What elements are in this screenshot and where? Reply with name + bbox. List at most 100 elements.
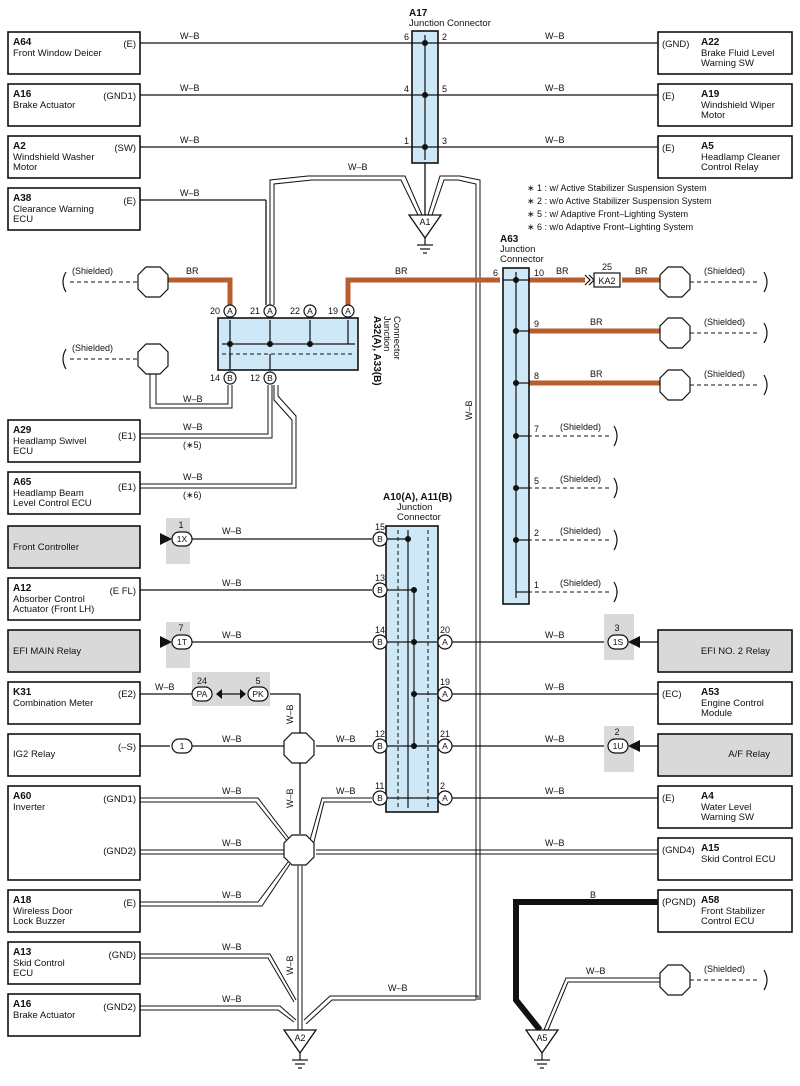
svg-text:BR: BR	[635, 266, 648, 276]
svg-text:W–B: W–B	[285, 788, 295, 808]
svg-text:Skid Control: Skid Control	[13, 958, 65, 969]
svg-text:Junction: Junction	[500, 244, 535, 255]
svg-text:W–B: W–B	[155, 682, 175, 692]
svg-text:Windshield Washer: Windshield Washer	[13, 152, 94, 163]
svg-text:3: 3	[614, 623, 619, 633]
svg-text:Inverter: Inverter	[13, 802, 45, 813]
svg-text:Water Level: Water Level	[701, 802, 751, 813]
component-a18: A18 Wireless Door Lock Buzzer (E)	[7, 889, 141, 933]
svg-text:Skid Control ECU: Skid Control ECU	[701, 854, 776, 865]
component-a65: A65 Headlamp Beam Level Control ECU (E1)	[7, 471, 141, 515]
svg-text:(GND): (GND)	[109, 950, 136, 961]
svg-text:(Shielded): (Shielded)	[560, 474, 601, 484]
svg-text:Warning SW: Warning SW	[701, 58, 754, 69]
svg-text:(GND1): (GND1)	[103, 91, 136, 102]
svg-text:20: 20	[440, 625, 450, 635]
component-a5: (E) A5 Headlamp Cleaner Control Relay	[657, 135, 793, 179]
note-2: ∗ 2 : w/o Active Stabilizer Suspension S…	[527, 196, 712, 206]
component-efi-main-relay: EFI MAIN Relay	[7, 629, 141, 673]
svg-text:(Shielded): (Shielded)	[704, 964, 745, 974]
component-a12: A12 Absorber Control Actuator (Front LH)…	[7, 577, 141, 621]
svg-text:1: 1	[180, 741, 185, 751]
svg-text:A58: A58	[701, 895, 720, 906]
svg-text:7: 7	[534, 424, 539, 434]
svg-text:A: A	[442, 793, 448, 803]
svg-text:A53: A53	[701, 687, 720, 698]
svg-text:BR: BR	[556, 266, 569, 276]
ground-a2: A2	[282, 1029, 318, 1069]
svg-text:(E1): (E1)	[118, 431, 136, 442]
wires	[140, 42, 660, 1032]
svg-text:PA: PA	[197, 689, 208, 699]
svg-text:15: 15	[375, 522, 385, 532]
svg-text:Front Stabilizer: Front Stabilizer	[701, 906, 765, 917]
svg-text:12: 12	[250, 373, 260, 383]
svg-text:(GND): (GND)	[662, 39, 689, 50]
svg-text:W–B: W–B	[222, 994, 242, 1004]
svg-text:Absorber Control: Absorber Control	[13, 594, 85, 605]
svg-text:5: 5	[255, 676, 260, 686]
svg-text:(∗5): (∗5)	[183, 440, 202, 450]
svg-text:A/F Relay: A/F Relay	[728, 749, 770, 760]
svg-text:W–B: W–B	[336, 786, 356, 796]
svg-text:A16: A16	[13, 999, 32, 1010]
svg-text:W–B: W–B	[348, 162, 368, 172]
svg-text:2: 2	[440, 781, 445, 791]
svg-text:Connector: Connector	[391, 316, 402, 360]
component-a4: (E) A4 Water Level Warning SW	[657, 785, 793, 829]
svg-text:4: 4	[404, 84, 409, 94]
component-a13: A13 Skid Control ECU (GND)	[7, 941, 141, 985]
svg-text:W–B: W–B	[545, 83, 565, 93]
component-a60: A60 Inverter (GND1) (GND2)	[7, 785, 141, 881]
svg-text:Combination Meter: Combination Meter	[13, 698, 93, 709]
right-components: (GND) A22 Brake Fluid Level Warning SW (…	[657, 31, 793, 933]
svg-text:W–B: W–B	[222, 890, 242, 900]
svg-text:A60: A60	[13, 791, 32, 802]
svg-text:Level Control ECU: Level Control ECU	[13, 498, 92, 509]
svg-text:ECU: ECU	[13, 214, 33, 225]
svg-text:KA2: KA2	[598, 276, 615, 286]
svg-text:(Shielded): (Shielded)	[704, 266, 745, 276]
svg-text:A17: A17	[409, 8, 428, 19]
svg-text:W–B: W–B	[222, 526, 242, 536]
svg-text:(Shielded): (Shielded)	[704, 369, 745, 379]
svg-text:BR: BR	[590, 317, 603, 327]
svg-text:Brake Fluid Level: Brake Fluid Level	[701, 48, 774, 59]
svg-text:W–B: W–B	[180, 188, 200, 198]
svg-text:(Shielded): (Shielded)	[72, 343, 113, 353]
svg-text:2: 2	[442, 32, 447, 42]
svg-text:13: 13	[375, 573, 385, 583]
svg-text:A18: A18	[13, 895, 32, 906]
svg-text:1X: 1X	[177, 534, 188, 544]
svg-text:Motor: Motor	[701, 110, 725, 121]
svg-text:Headlamp Swivel: Headlamp Swivel	[13, 436, 86, 447]
component-a19: (E) A19 Windshield Wiper Motor	[657, 83, 793, 127]
svg-text:6: 6	[493, 268, 498, 278]
svg-text:Junction: Junction	[381, 316, 392, 351]
svg-text:Module: Module	[701, 708, 732, 719]
svg-text:A5: A5	[536, 1033, 547, 1043]
component-a58: (PGND) A58 Front Stabilizer Control ECU	[657, 889, 793, 933]
svg-text:(Shielded): (Shielded)	[560, 422, 601, 432]
ground-a1: A1	[407, 214, 443, 254]
svg-text:W–B: W–B	[545, 630, 565, 640]
svg-text:1T: 1T	[177, 637, 187, 647]
svg-text:1: 1	[178, 520, 183, 530]
component-id: A64	[13, 37, 32, 48]
svg-text:W–B: W–B	[586, 966, 606, 976]
svg-text:A10(A), A11(B): A10(A), A11(B)	[383, 492, 452, 503]
left-components: A64 Front Window Deicer (E) A16 Brake Ac…	[7, 31, 141, 1037]
shields: (Shielded) (Shielded) (Shielded) (Shield…	[62, 266, 768, 996]
svg-text:A4: A4	[701, 791, 714, 802]
junction-a63: A63 Junction Connector 6 10 9 8 7 5 2 1	[493, 234, 544, 605]
svg-text:W–B: W–B	[285, 955, 295, 975]
svg-text:(Shielded): (Shielded)	[560, 578, 601, 588]
svg-text:A: A	[442, 689, 448, 699]
svg-text:A13: A13	[13, 947, 32, 958]
svg-text:24: 24	[197, 676, 207, 686]
svg-text:Front Controller: Front Controller	[13, 542, 79, 553]
svg-text:(E1): (E1)	[118, 482, 136, 493]
wire-labels: W–B W–B W–B W–B W–B W–B W–B W–B BR BR BR…	[155, 31, 648, 1004]
svg-text:Actuator (Front LH): Actuator (Front LH)	[13, 604, 94, 615]
svg-text:BR: BR	[590, 369, 603, 379]
